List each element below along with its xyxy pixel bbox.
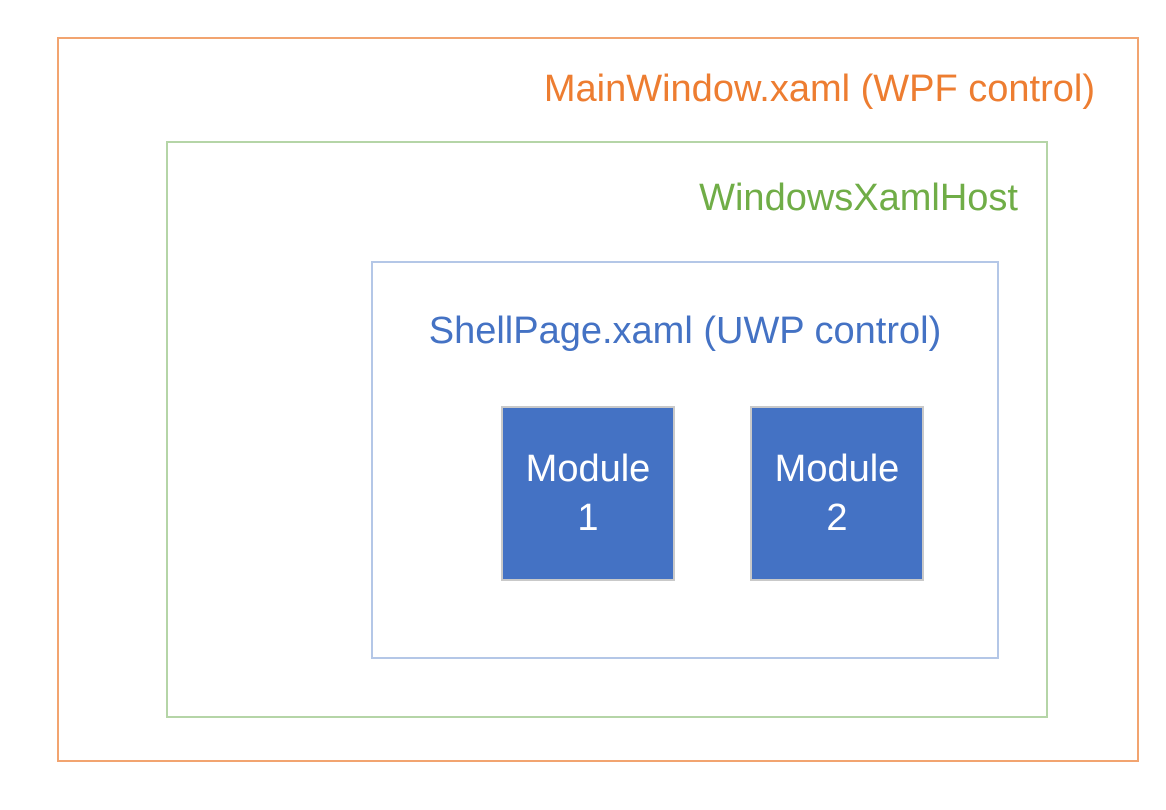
- module-2-box: Module 2: [750, 406, 924, 581]
- module-1-box: Module 1: [501, 406, 675, 581]
- windows-xaml-host-box: WindowsXamlHost ShellPage.xaml (UWP cont…: [166, 141, 1048, 718]
- shellpage-uwp-label: ShellPage.xaml (UWP control): [428, 310, 942, 352]
- module-2-number: 2: [826, 496, 848, 539]
- module-2-name: Module: [774, 447, 900, 490]
- mainwindow-wpf-label: MainWindow.xaml (WPF control): [543, 68, 1095, 110]
- shellpage-uwp-box: ShellPage.xaml (UWP control) Module 1 Mo…: [371, 261, 999, 659]
- windows-xaml-host-label: WindowsXamlHost: [699, 177, 1018, 219]
- module-1-name: Module: [525, 447, 651, 490]
- module-1-number: 1: [577, 496, 599, 539]
- mainwindow-wpf-box: MainWindow.xaml (WPF control) WindowsXam…: [57, 37, 1139, 762]
